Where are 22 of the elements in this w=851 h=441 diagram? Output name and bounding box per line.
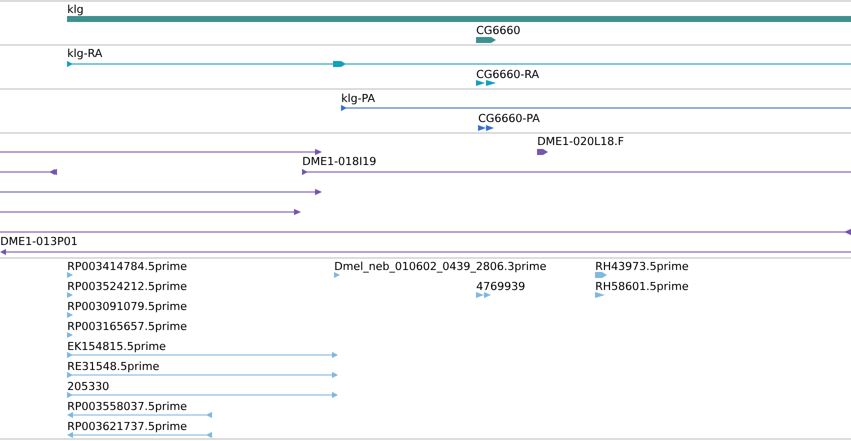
track-label: klg-RA (68, 48, 102, 60)
track-label: Dmel_neb_010602_0439_2806.3prime (335, 262, 546, 273)
track-label: klg (68, 4, 83, 16)
track-label: RP003414784.5prime (68, 262, 186, 272)
track-label: RH58601.5prime (596, 282, 688, 292)
track-label: EK154815.5prime (68, 342, 166, 352)
track-label: CG6660-PA (478, 114, 540, 122)
track-label: RE31548.5prime (68, 362, 159, 372)
track-label: DME1-020L18.F (538, 136, 624, 146)
track-label: CG6660-RA (476, 70, 539, 78)
track-label: 4769939 (476, 282, 524, 290)
track-label: RP003558037.5prime (68, 402, 186, 412)
track-label: RP003165657.5prime (68, 322, 186, 332)
track-label: RP003524212.5prime (68, 282, 186, 292)
track-label: RP003091079.5prime (68, 302, 186, 312)
track-label: 205330 (68, 382, 108, 390)
track-label: klg-PA (342, 94, 375, 104)
track-label: CG6660 (476, 26, 520, 34)
track-label: RP003621737.5prime (68, 422, 186, 432)
track-label: RH43973.5prime (596, 262, 688, 272)
track-label: DME1-018I19 (303, 156, 376, 166)
track-label: DME1-013P01 (1, 236, 77, 246)
